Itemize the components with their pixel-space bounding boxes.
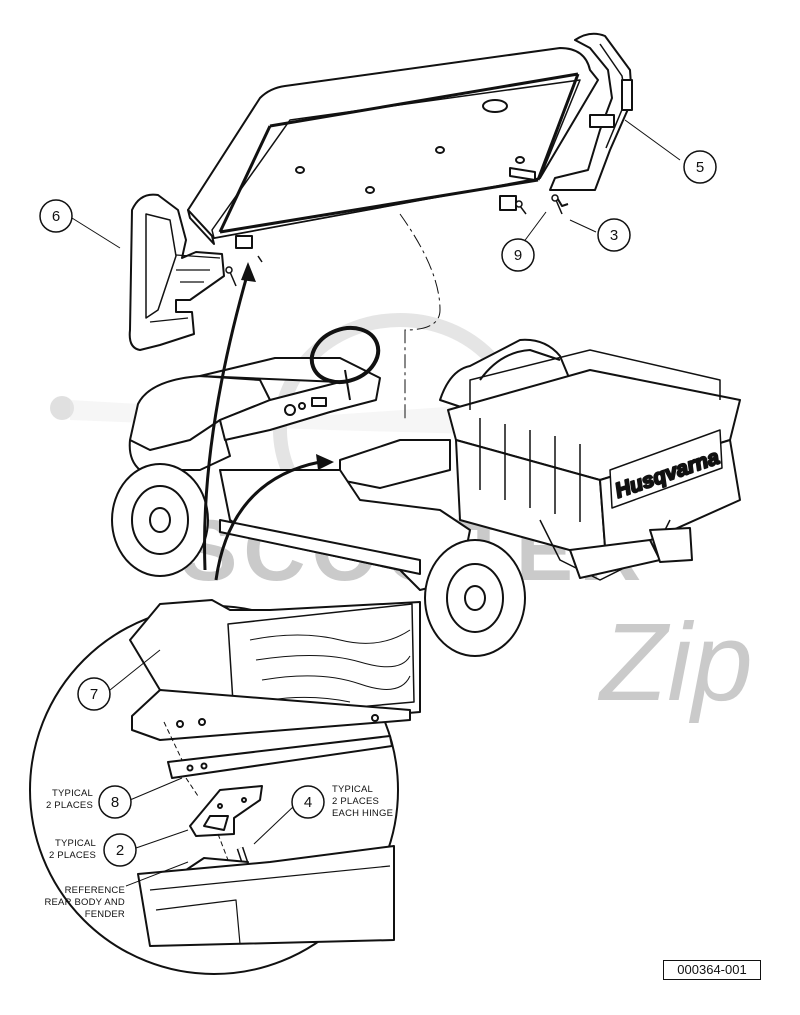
- callout-6: 6: [39, 199, 73, 233]
- svg-text:REFERENCE: REFERENCE: [65, 885, 125, 896]
- callout-7: 7: [77, 677, 111, 711]
- watermark-script: Zip: [597, 601, 753, 724]
- svg-text:2: 2: [116, 842, 124, 859]
- callout-3: 3: [597, 218, 631, 252]
- svg-text:FENDER: FENDER: [85, 909, 125, 920]
- detail-view-contents: [129, 599, 421, 947]
- svg-text:4: 4: [304, 794, 312, 811]
- utility-cart: Husqvarna: [111, 325, 741, 657]
- svg-text:2 PLACES: 2 PLACES: [332, 796, 379, 807]
- svg-text:2 PLACES: 2 PLACES: [46, 800, 93, 811]
- svg-text:3: 3: [610, 227, 618, 244]
- arrow-heads: [241, 262, 334, 470]
- svg-text:TYPICAL: TYPICAL: [55, 838, 96, 849]
- assembly-arrows: [203, 271, 321, 581]
- hinge-screws-roof: [225, 194, 563, 287]
- canopy-roof: [187, 47, 599, 249]
- svg-text:TYPICAL: TYPICAL: [332, 784, 373, 795]
- callout-2: 2: [103, 833, 137, 867]
- roof-strut-right: [549, 32, 633, 207]
- svg-text:EACH HINGE: EACH HINGE: [332, 808, 393, 819]
- svg-text:9: 9: [514, 247, 522, 264]
- callout-8: 8: [98, 785, 132, 819]
- callout-9: 9: [501, 238, 535, 272]
- svg-text:2 PLACES: 2 PLACES: [49, 850, 96, 861]
- svg-text:REAR BODY AND: REAR BODY AND: [44, 897, 125, 908]
- note-typical-8: TYPICAL 2 PLACES: [46, 788, 93, 811]
- svg-text:TYPICAL: TYPICAL: [52, 788, 93, 799]
- note-typical-4: TYPICAL 2 PLACES EACH HINGE: [332, 784, 393, 819]
- note-typical-2: TYPICAL 2 PLACES: [49, 838, 96, 861]
- svg-text:7: 7: [90, 686, 98, 703]
- roof-strut-left: [128, 193, 225, 351]
- assembly-line: [399, 213, 441, 420]
- svg-text:8: 8: [111, 794, 119, 811]
- figure-id-label: 000364-001: [663, 960, 761, 980]
- svg-text:5: 5: [696, 159, 704, 176]
- leader-lines: [71, 119, 681, 887]
- svg-text:6: 6: [52, 208, 60, 225]
- callout-5: 5: [683, 150, 717, 184]
- callout-4: 4: [291, 785, 325, 819]
- note-reference: REFERENCE REAR BODY AND FENDER: [44, 885, 125, 920]
